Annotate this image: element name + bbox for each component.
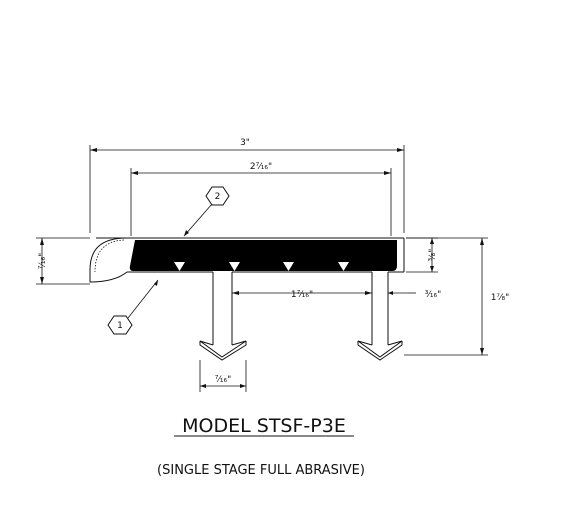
label-overall-width: 3" [240, 138, 250, 148]
callout-2 [183, 186, 230, 237]
abrasive-teeth [174, 262, 349, 271]
dim-nose-height [36, 237, 90, 285]
dim-overall-width [89, 145, 405, 233]
label-leg-thickness: ³⁄₁₆" [425, 290, 441, 300]
dim-overall-height [404, 237, 488, 356]
dim-leg-width [199, 360, 247, 392]
label-nose-height: ⁷⁄₁₆" [38, 253, 48, 269]
callout-1-number: 1 [117, 321, 123, 331]
dim-leg-spacing [232, 291, 372, 295]
dim-leg-thickness [388, 291, 416, 295]
label-tread-thickness: ³⁄₈" [428, 249, 438, 262]
callout-1 [107, 279, 159, 335]
label-leg-spacing: 1⁷⁄₁₆" [291, 290, 313, 300]
dim-abrasive-width [130, 168, 392, 236]
model-title: MODEL STSF-P3E [182, 415, 346, 437]
model-subtitle: (SINGLE STAGE FULL ABRASIVE) [157, 463, 365, 478]
profile-outline [89, 237, 405, 361]
label-leg-width: ⁷⁄₁₆" [215, 375, 231, 385]
label-abrasive-width: 2⁷⁄₁₆" [250, 162, 272, 172]
label-overall-height: 1⅞" [491, 293, 510, 303]
callout-2-number: 2 [215, 192, 221, 202]
abrasive-insert [129, 240, 398, 271]
